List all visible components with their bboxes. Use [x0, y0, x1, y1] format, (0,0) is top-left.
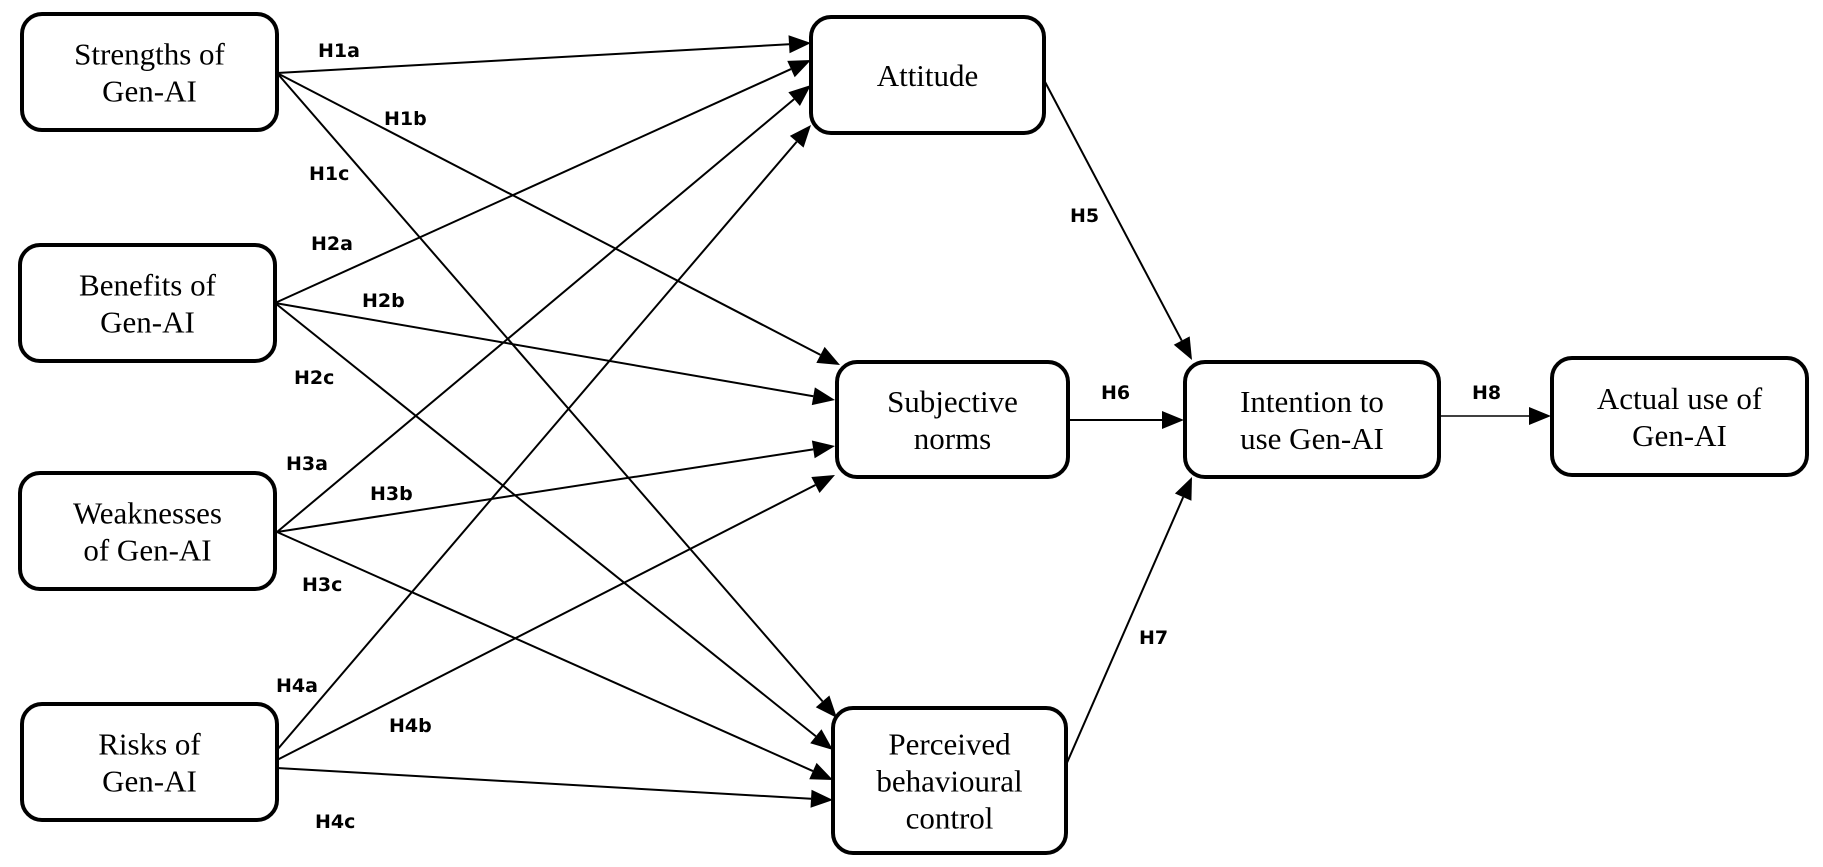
- node-label-line: Perceived: [888, 727, 1011, 762]
- node-box: [20, 702, 279, 822]
- edge-h1c-line: [276, 72, 824, 703]
- hypothesis-label-h1c: H1c: [309, 163, 349, 185]
- edge-h2b-line: [274, 302, 814, 398]
- hypothesis-label-h1a: H1a: [318, 40, 360, 62]
- hypothesis-label-h8: H8: [1472, 382, 1501, 404]
- node-label-line: Benefits of: [79, 268, 217, 303]
- edge-h3a-line: [276, 98, 795, 533]
- edge-h2c-line: [274, 302, 817, 738]
- node-box: [18, 243, 277, 363]
- node-label-line: Subjective: [887, 384, 1018, 419]
- edge-h1a-line: [276, 43, 790, 74]
- arrowhead-icon: [789, 125, 811, 148]
- node-label-line: norms: [914, 421, 992, 456]
- node-label-line: Risks of: [98, 727, 201, 762]
- hypothesis-label-h4c: H4c: [315, 811, 355, 833]
- node-box: [20, 12, 279, 132]
- node-label-line: Gen-AI: [1632, 418, 1727, 453]
- arrowhead-icon: [816, 346, 840, 365]
- arrowhead-icon: [1173, 336, 1192, 360]
- node-attitude: Attitude: [809, 15, 1046, 135]
- edge-h2a-line: [274, 68, 792, 304]
- hypothesis-label-h3b: H3b: [370, 483, 413, 505]
- edge-h5-line: [1043, 79, 1183, 342]
- edge-h4a-line: [276, 141, 798, 751]
- edge-h7-line: [1065, 496, 1185, 766]
- arrowhead-icon: [815, 695, 837, 718]
- node-box: [809, 15, 1046, 135]
- node-box: [1183, 360, 1441, 479]
- node-label-line: Gen-AI: [102, 74, 197, 109]
- node-label-line: Attitude: [877, 58, 979, 93]
- hypothesis-label-h3c: H3c: [302, 574, 342, 596]
- hypothesis-label-h2c: H2c: [294, 367, 334, 389]
- arrowhead-icon: [810, 729, 833, 750]
- arrowhead-icon: [1162, 411, 1184, 429]
- arrowhead-icon: [1174, 477, 1192, 501]
- node-label-line: Actual use of: [1597, 381, 1763, 416]
- hypothesis-label-h3a: H3a: [286, 453, 328, 475]
- arrowhead-icon: [811, 440, 835, 459]
- edge-h4b-line: [276, 484, 816, 761]
- hypothesis-label-h1b: H1b: [384, 108, 427, 130]
- edge-h1b-line: [276, 72, 821, 356]
- node-label-line: of Gen-AI: [83, 533, 211, 568]
- hypothesis-label-h4b: H4b: [389, 715, 432, 737]
- hypothesis-label-h6: H6: [1101, 382, 1130, 404]
- node-label-line: use Gen-AI: [1240, 421, 1384, 456]
- arrowhead-icon: [788, 85, 811, 107]
- arrowhead-icon: [811, 387, 835, 406]
- edge-h3c-line: [276, 531, 814, 772]
- arrowhead-icon: [809, 762, 833, 780]
- arrowhead-icon: [811, 475, 835, 494]
- edge-h3b-line: [276, 448, 814, 533]
- node-label-line: Gen-AI: [100, 305, 195, 340]
- node-label-line: Weaknesses: [73, 496, 222, 531]
- hypothesis-label-h5: H5: [1070, 205, 1099, 227]
- node-box: [835, 360, 1070, 479]
- hypothesis-label-h7: H7: [1139, 627, 1168, 649]
- node-label-line: control: [906, 801, 994, 836]
- node-label-line: Strengths of: [74, 37, 225, 72]
- arrowhead-icon: [788, 35, 811, 54]
- arrowhead-icon: [1529, 407, 1551, 425]
- hypothesis-label-h2a: H2a: [311, 233, 353, 255]
- edge-h4c-line: [276, 767, 812, 800]
- node-box: [831, 706, 1068, 855]
- node-box: [18, 471, 277, 591]
- hypothesis-label-h2b: H2b: [362, 290, 405, 312]
- arrowhead-icon: [787, 60, 811, 78]
- node-label-line: Intention to: [1240, 384, 1384, 419]
- node-box: [1550, 356, 1809, 477]
- hypothesis-label-h4a: H4a: [276, 675, 318, 697]
- arrowhead-icon: [810, 789, 833, 808]
- node-label-line: behavioural: [876, 764, 1022, 799]
- node-label-line: Gen-AI: [102, 764, 197, 799]
